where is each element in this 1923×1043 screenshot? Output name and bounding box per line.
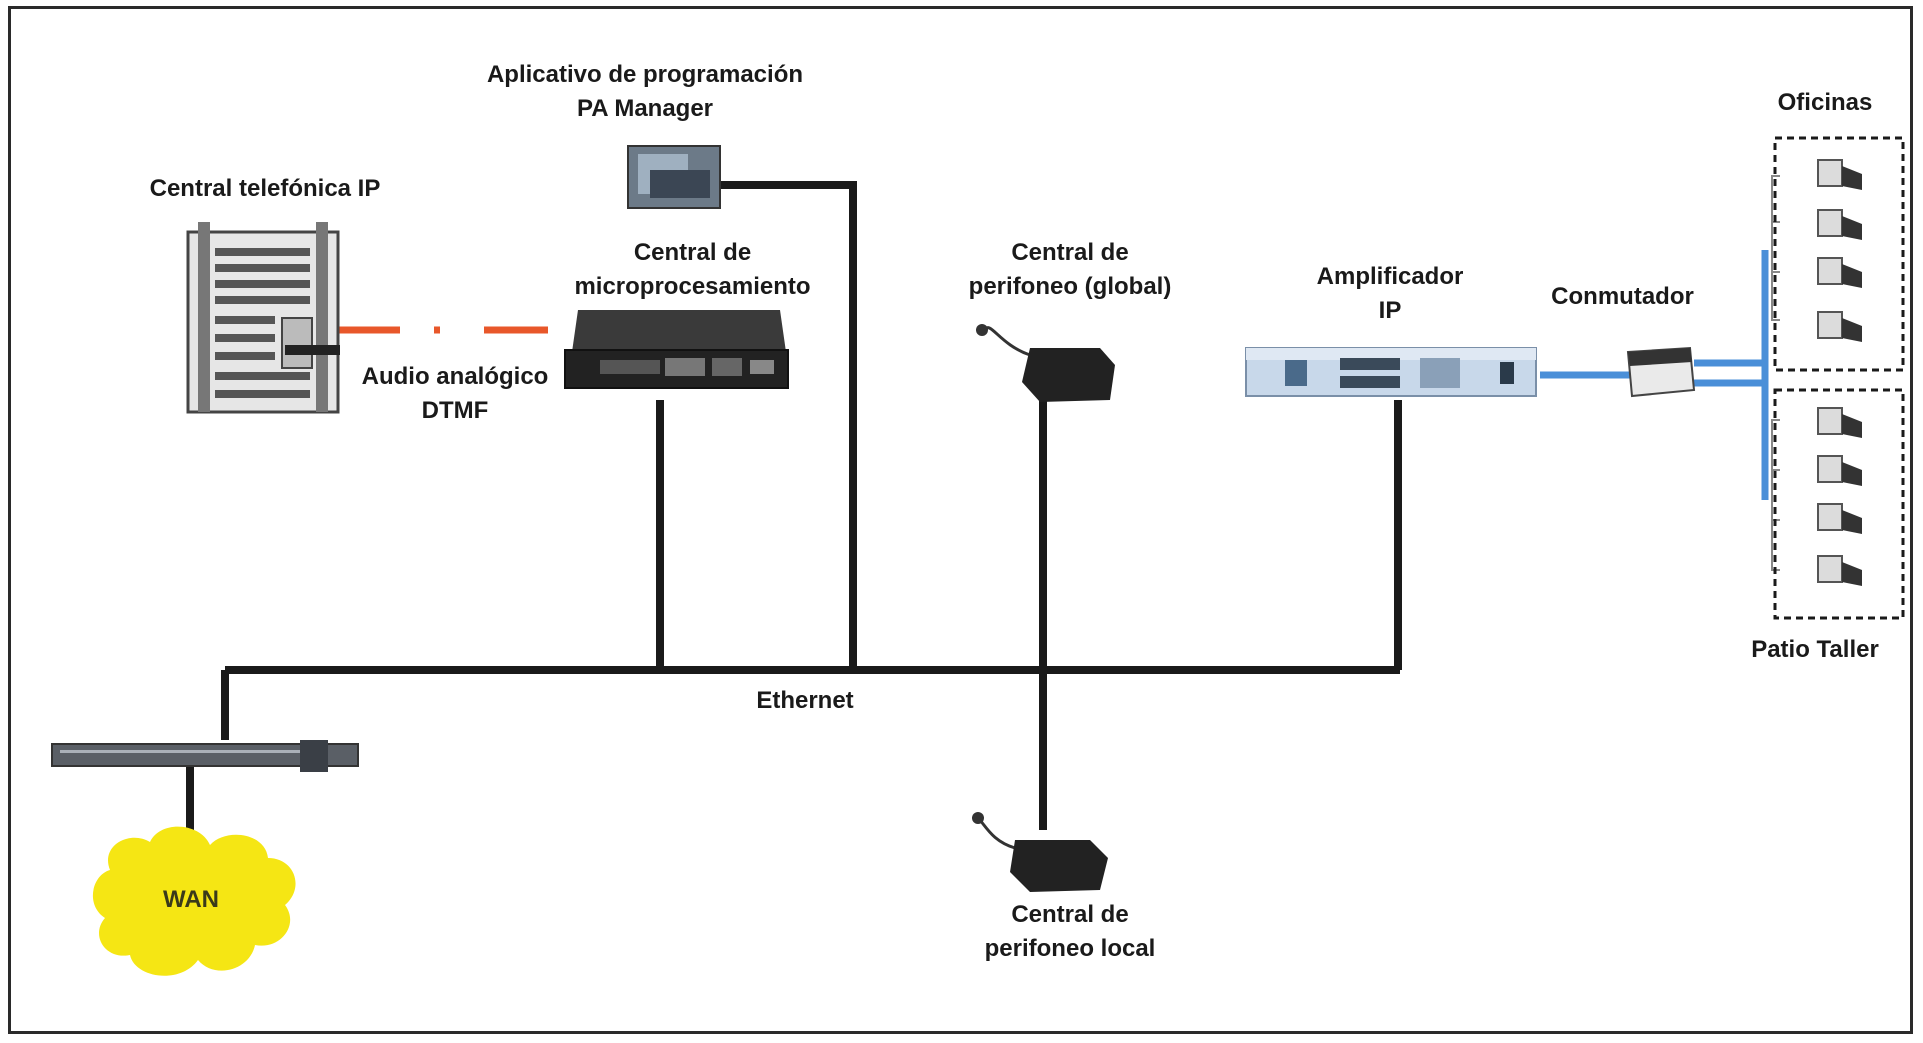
ip-amplifier-icon — [1245, 347, 1537, 397]
local-paging-console-icon — [972, 812, 1108, 892]
speaker-icon — [1817, 555, 1862, 586]
speaker-icon — [1817, 503, 1862, 534]
wan-cloud-icon — [92, 826, 296, 976]
perifoneo-local-label: Central de perifoneo local — [984, 901, 1156, 962]
ethernet-lines — [186, 181, 1402, 840]
speaker-icon — [1817, 209, 1862, 240]
patio-taller-label: Patio Taller — [1751, 636, 1879, 663]
speaker-icon — [1817, 311, 1862, 342]
speaker-links — [1540, 250, 1769, 500]
micro-label: Central de microprocesamiento — [574, 239, 811, 300]
speaker-icon — [1817, 407, 1862, 438]
patio-taller-zone — [1773, 388, 1905, 620]
perifoneo-global-label: Central de perifoneo (global) — [968, 239, 1172, 300]
global-paging-console-icon — [976, 324, 1115, 402]
speaker-icon — [1817, 455, 1862, 486]
audio-label: Audio analógico DTMF — [361, 363, 549, 424]
central-ip-label: Central telefónica IP — [149, 175, 381, 202]
oficinas-label: Oficinas — [1777, 89, 1873, 116]
pa-manager-computer-icon — [627, 145, 721, 209]
speaker-icon — [1817, 159, 1862, 190]
wan-router-icon — [51, 740, 359, 772]
ethernet-label: Ethernet — [756, 687, 854, 714]
diagram-frame — [8, 6, 1913, 1034]
switch-icon — [1626, 346, 1696, 398]
wan-label: WAN — [163, 886, 219, 913]
amplificador-label: Amplificador IP — [1316, 263, 1464, 324]
microprocessing-rack-icon — [564, 310, 789, 389]
pa-manager-label: Aplicativo de programación PA Manager — [486, 61, 804, 122]
oficinas-zone — [1773, 136, 1905, 372]
pbx-cabinet-icon — [186, 222, 340, 414]
conmutador-label: Conmutador — [1551, 283, 1694, 310]
speaker-icon — [1817, 257, 1862, 288]
